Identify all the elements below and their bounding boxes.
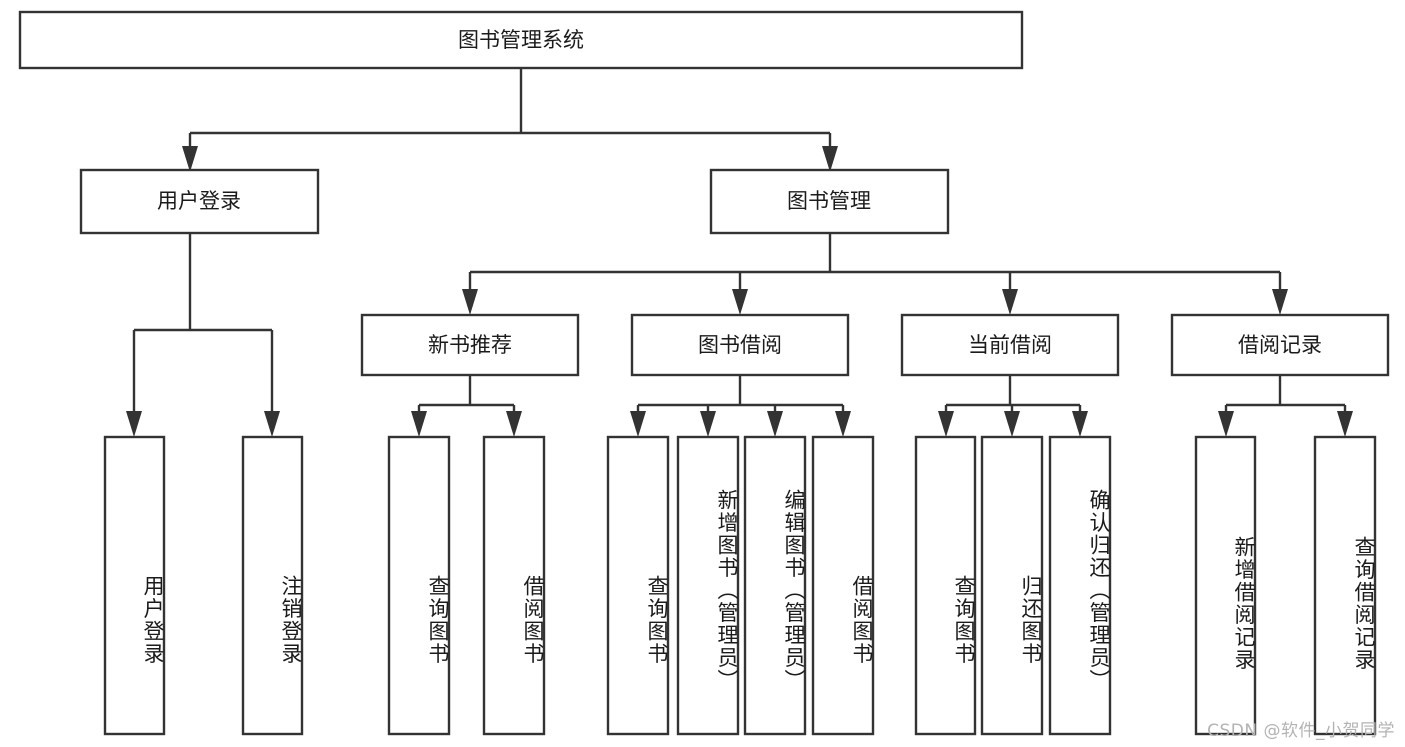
arrowhead-leaf-user-logout [264, 411, 280, 437]
leaf-add-book-box[interactable] [676, 435, 740, 736]
edges-book-manage-to-level3 [462, 233, 1288, 315]
node-borrow-record-box[interactable] [1170, 313, 1390, 377]
leaf-edit-book-box[interactable] [743, 435, 807, 736]
csdn-watermark: CSDN @软件_小贺同学 [1207, 721, 1395, 741]
node-borrow-record[interactable]: 借阅记录 [1170, 313, 1390, 377]
leaf-query-record-box[interactable] [1313, 435, 1377, 736]
node-book-borrow-box[interactable] [630, 313, 850, 377]
arrowhead-new-book-rec [462, 289, 478, 315]
node-root-box[interactable] [18, 10, 1024, 70]
leaf-confirm-return-box[interactable] [1048, 435, 1112, 736]
node-user-login-box[interactable] [79, 168, 320, 235]
arrowhead-current-borrow [1002, 289, 1018, 315]
edges-new-book-rec-to-leaves [411, 375, 522, 437]
node-current-borrow[interactable]: 当前借阅 [900, 313, 1120, 377]
arrowhead-leaf-borrow-book-1 [506, 411, 522, 437]
leaf-query-book-2-box[interactable] [606, 435, 670, 736]
node-current-borrow-box[interactable] [900, 313, 1120, 377]
edges-current-borrow-to-leaves [938, 375, 1088, 437]
arrowhead-leaf-user-login [126, 411, 142, 437]
arrowhead-leaf-query-book-3 [938, 411, 954, 437]
edges-user-login-to-leaves [126, 233, 280, 437]
node-new-book-rec-label: 新书推荐 [428, 333, 512, 357]
leaf-user-login-box[interactable] [103, 435, 166, 736]
node-root[interactable]: 图书管理系统 [18, 10, 1024, 70]
leaf-borrow-book-2-box[interactable] [811, 435, 875, 736]
leaf-query-book-1-box[interactable] [387, 435, 451, 736]
arrowhead-leaf-borrow-book-2 [835, 411, 851, 437]
node-user-login[interactable]: 用户登录 [79, 168, 320, 235]
edges-book-borrow-to-leaves [630, 375, 851, 437]
leaf-return-book-box[interactable] [980, 435, 1044, 736]
leaf-borrow-book-1-box[interactable] [482, 435, 546, 736]
edges-borrow-record-to-leaves [1218, 375, 1353, 437]
node-borrow-record-label: 借阅记录 [1238, 333, 1322, 357]
arrowhead-leaf-edit-book [767, 411, 783, 437]
arrowhead-book-borrow [732, 289, 748, 315]
node-new-book-rec-box[interactable] [360, 313, 580, 377]
edges-root-to-level2 [182, 68, 838, 172]
node-current-borrow-label: 当前借阅 [968, 333, 1052, 357]
arrowhead-leaf-return-book [1004, 411, 1020, 437]
arrowhead-leaf-confirm-return [1072, 411, 1088, 437]
arrowhead-leaf-add-book [700, 411, 716, 437]
arrowhead-user-login [182, 146, 198, 172]
node-book-borrow[interactable]: 图书借阅 [630, 313, 850, 377]
arrowhead-leaf-add-record [1218, 411, 1234, 437]
arrowhead-borrow-record [1272, 289, 1288, 315]
node-user-login-label: 用户登录 [157, 189, 241, 213]
node-book-borrow-label: 图书借阅 [698, 333, 782, 357]
arrowhead-leaf-query-book-1 [411, 411, 427, 437]
arrowhead-leaf-query-record [1337, 411, 1353, 437]
arrowhead-book-manage [822, 146, 838, 172]
node-book-manage-label: 图书管理 [787, 189, 871, 213]
node-new-book-rec[interactable]: 新书推荐 [360, 313, 580, 377]
node-root-label: 图书管理系统 [458, 28, 584, 52]
leaf-query-book-3-box[interactable] [914, 435, 977, 736]
node-book-manage-box[interactable] [709, 168, 950, 235]
leaf-user-logout-box[interactable] [241, 435, 304, 736]
leaf-add-record-box[interactable] [1194, 435, 1257, 736]
arrowhead-leaf-query-book-2 [630, 411, 646, 437]
node-book-manage[interactable]: 图书管理 [709, 168, 950, 235]
leaf-boxes [103, 435, 1377, 736]
